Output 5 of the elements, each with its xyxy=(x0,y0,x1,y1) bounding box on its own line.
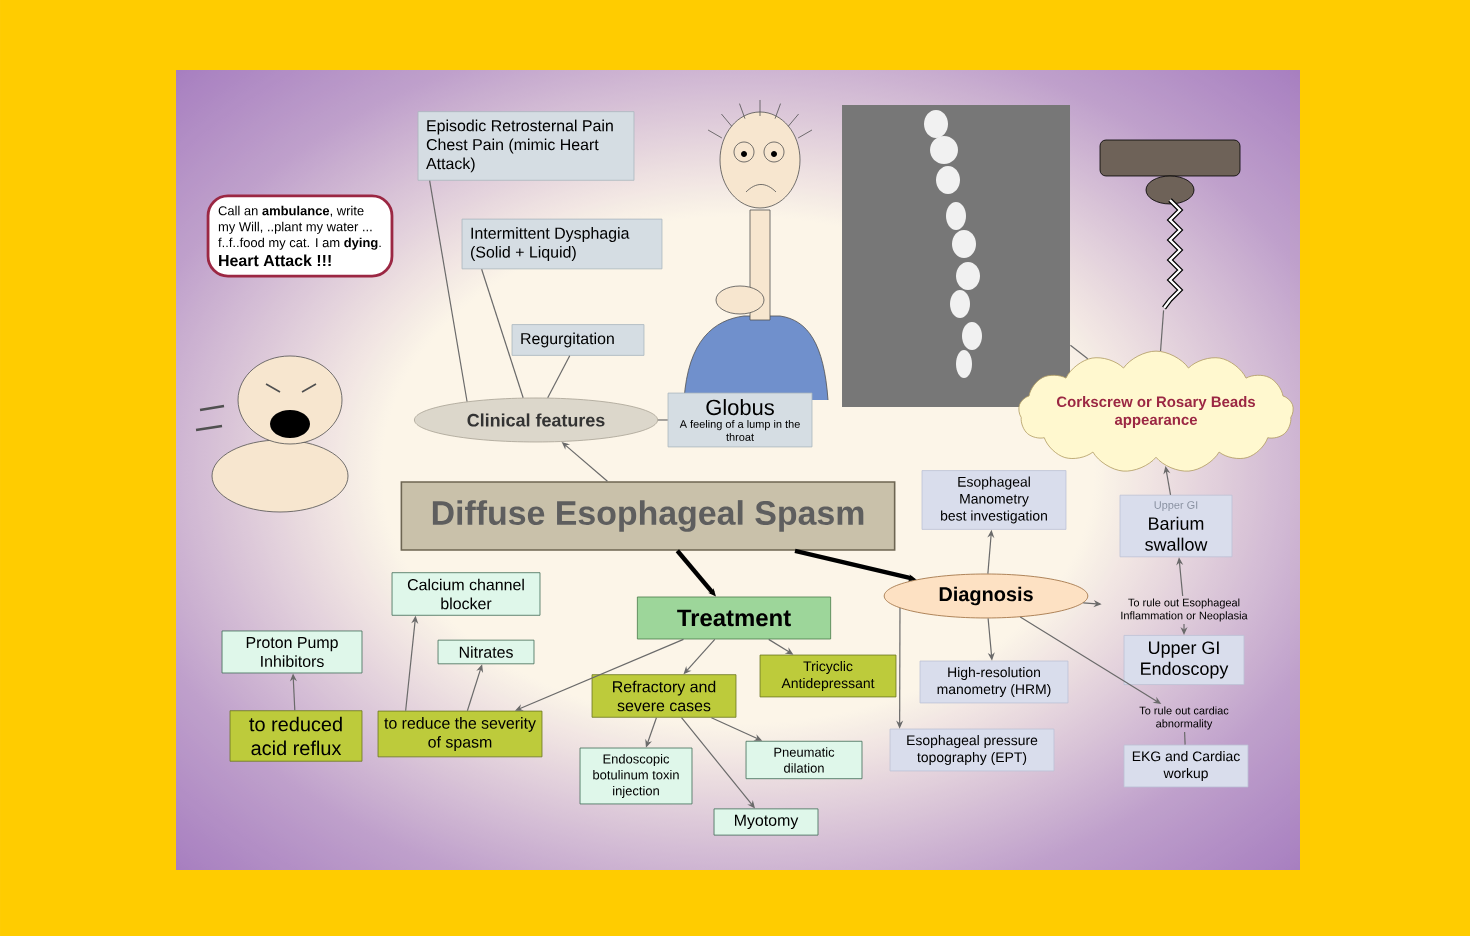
treatment-box: to reduced acid reflux xyxy=(229,710,363,762)
corkscrew-drawing xyxy=(1099,139,1241,310)
title-box: Diffuse Esophageal Spasm xyxy=(400,481,896,551)
category-box: Treatment xyxy=(636,596,832,640)
test-box: Upper GI Endoscopy xyxy=(1123,635,1245,685)
